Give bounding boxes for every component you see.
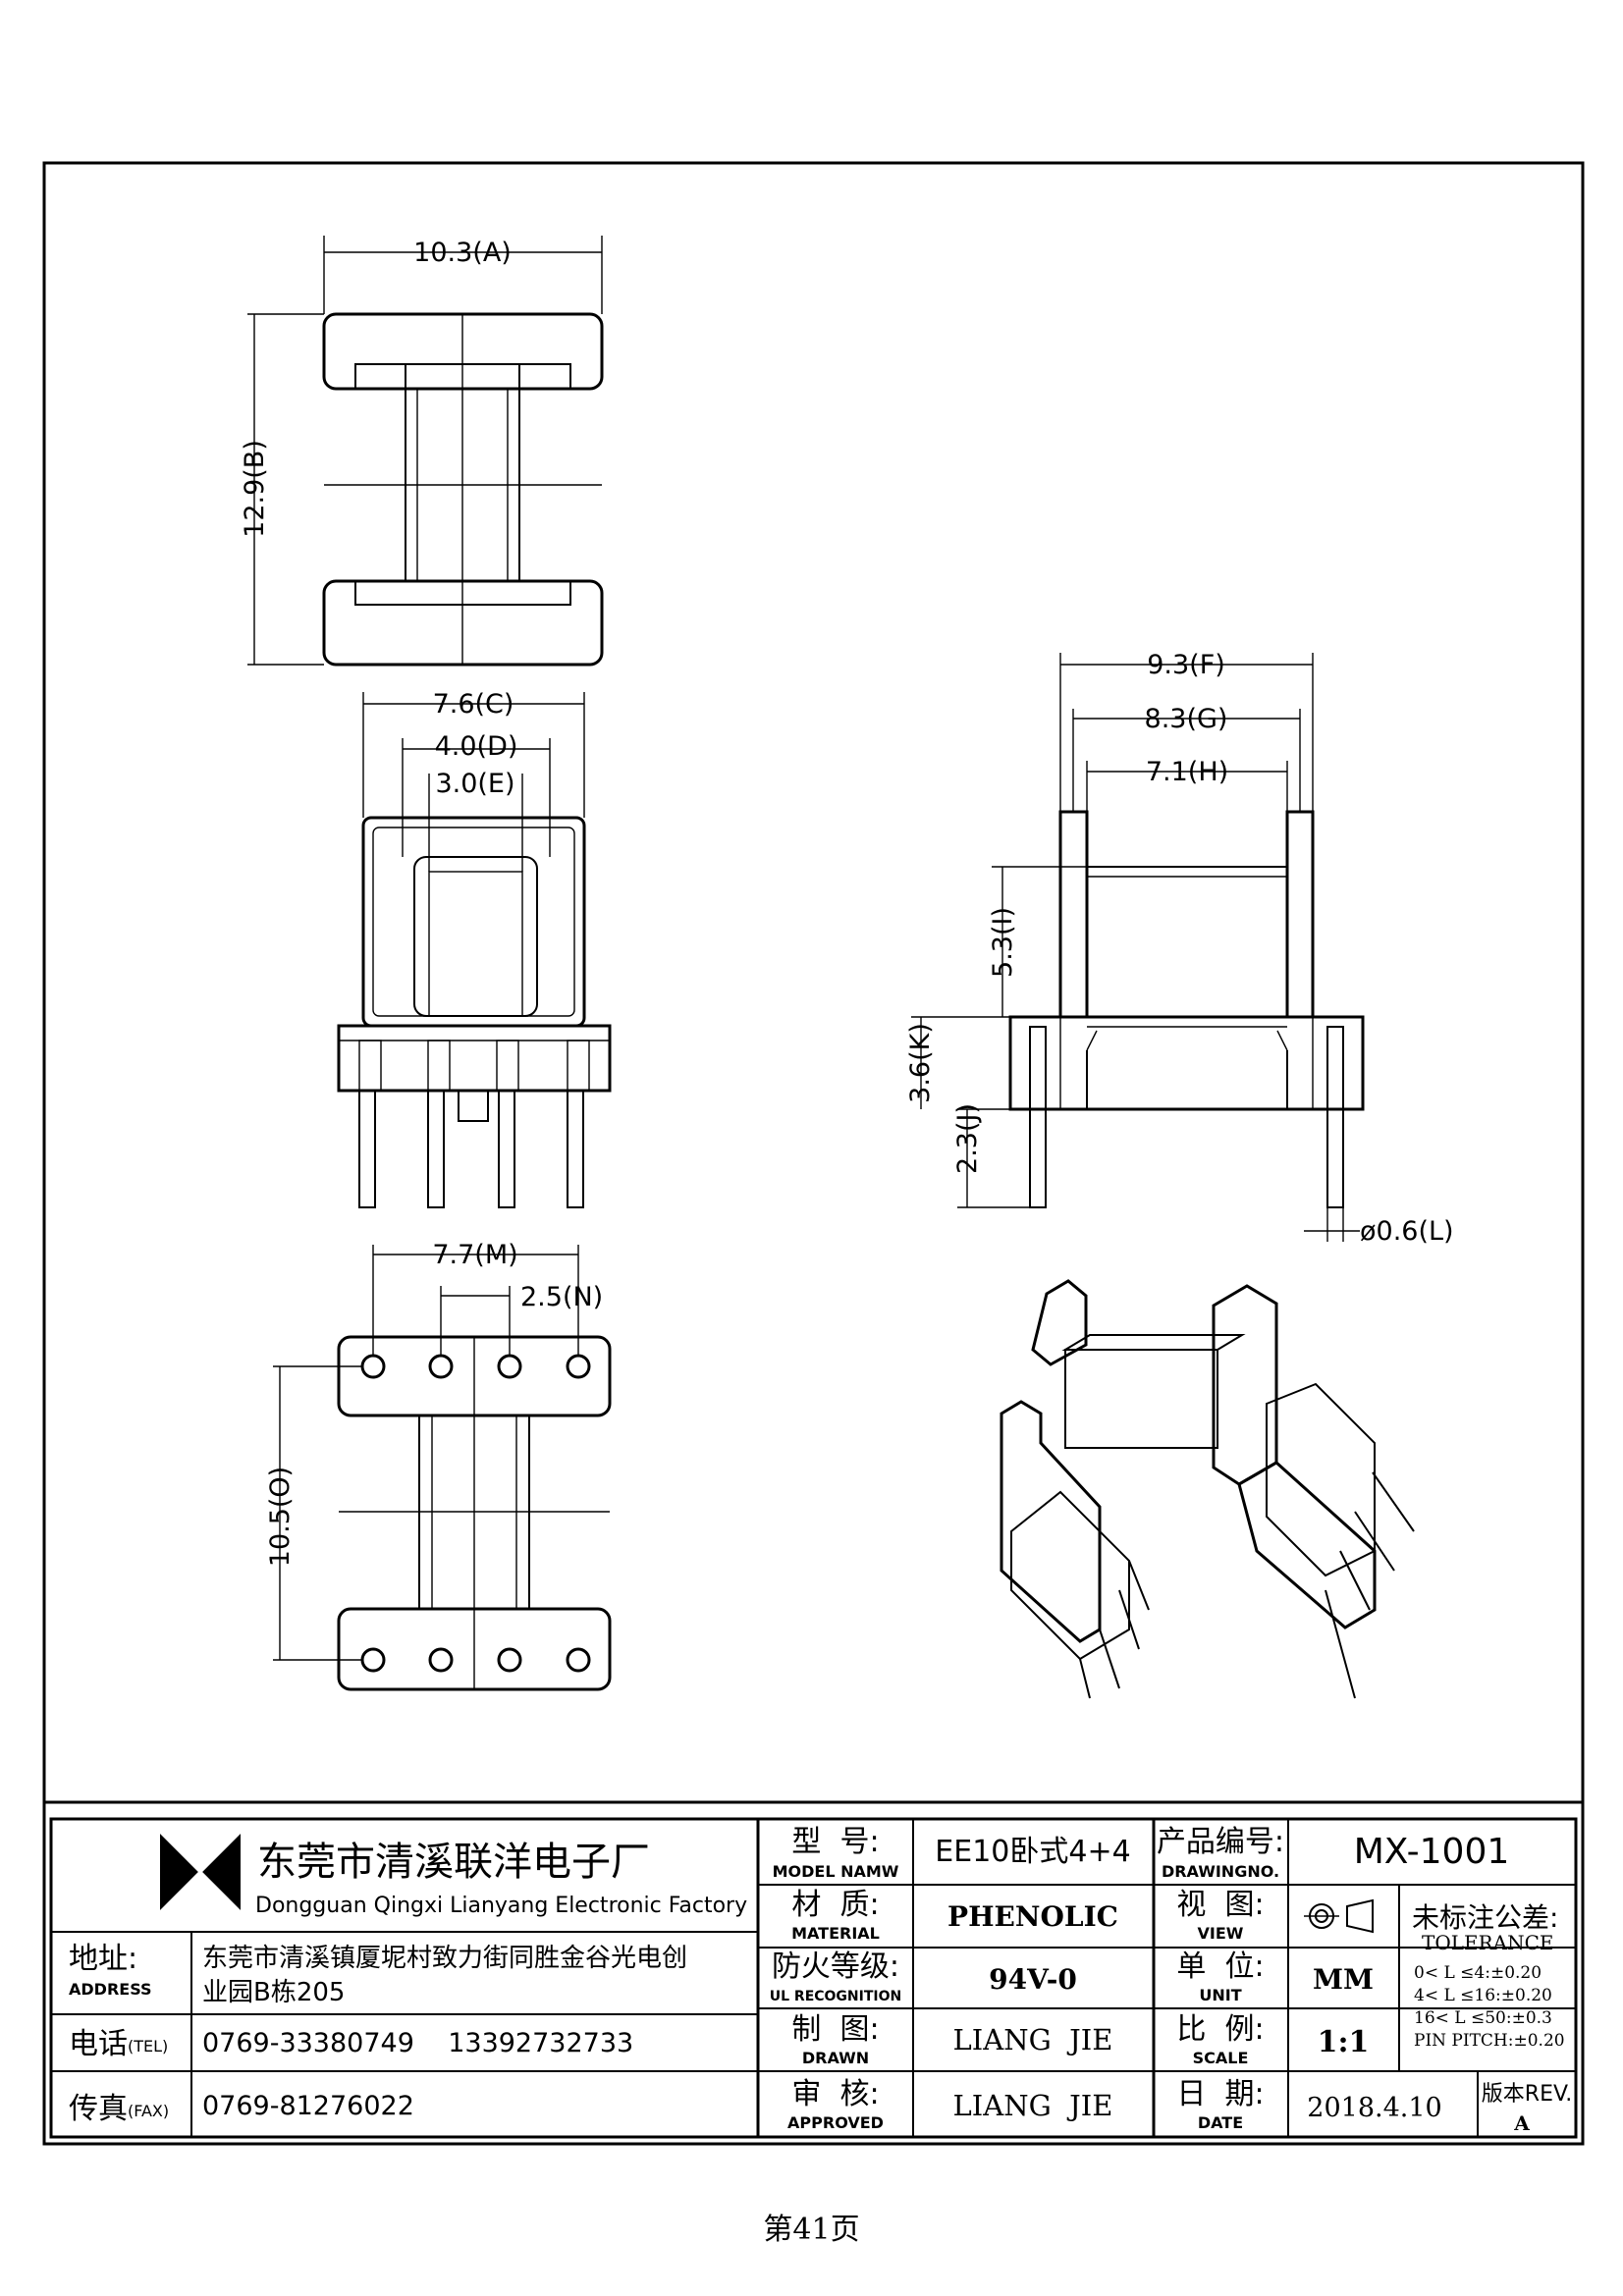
scale-label-en: SCALE	[1193, 2049, 1249, 2067]
dim-label-L: ø0.6(L)	[1360, 1216, 1454, 1247]
ul-label-cn: 防火等级:	[772, 1949, 899, 1984]
rev-value: A	[1513, 2111, 1530, 2135]
material-value: PHENOLIC	[947, 1900, 1118, 1933]
drawn-label-cn: 制 图:	[791, 2012, 879, 2047]
tel-label-en: (TEL)	[128, 2037, 168, 2056]
pin-hole	[497, 1647, 522, 1673]
dimension-C: 7.6(C)	[362, 689, 585, 818]
drawingno-value: MX-1001	[1354, 1832, 1510, 1872]
dim-label-E: 3.0(E)	[435, 769, 514, 799]
pin-hole	[428, 1354, 454, 1379]
dim-label-M: 7.7(M)	[432, 1240, 517, 1270]
tel-value: 0769-33380749 13392732733	[202, 2028, 633, 2058]
dim-label-A: 10.3(A)	[413, 238, 512, 268]
pin-hole	[428, 1647, 454, 1673]
tolerance-line: 4< L ≤16:±0.20	[1414, 1986, 1552, 2005]
isometric-view	[1000, 1279, 1415, 1699]
approved-label-en: APPROVED	[787, 2113, 884, 2132]
ul-value: 94V-0	[989, 1963, 1077, 1996]
page-number: 第41页	[763, 2213, 860, 2247]
scale-value: 1:1	[1318, 2025, 1370, 2059]
tolerance-line: PIN PITCH:±0.20	[1414, 2031, 1565, 2051]
dimension-D: 4.0(D)	[402, 731, 551, 857]
dimension-B: 12.9(B)	[240, 313, 324, 666]
model-label-en: MODEL NAMW	[773, 1862, 899, 1881]
dim-label-H: 7.1(H)	[1146, 757, 1228, 787]
top-view	[322, 312, 604, 667]
unit-value: MM	[1313, 1963, 1374, 1996]
drawn-value: LIANG JIE	[953, 2023, 1113, 2056]
pin-hole	[360, 1354, 386, 1379]
dimension-A: 10.3(A)	[323, 236, 603, 314]
scale-label-cn: 比 例:	[1176, 2012, 1264, 2047]
bottom-view	[337, 1335, 612, 1691]
dimension-F: 9.3(F)	[1059, 650, 1314, 812]
pin-hole	[566, 1354, 591, 1379]
rev-label: 版本REV.	[1482, 2082, 1572, 2107]
approved-label-cn: 审 核:	[791, 2077, 879, 2111]
address-label-en: ADDRESS	[69, 1980, 152, 1999]
dimension-K: 3.6(K)	[905, 1016, 1010, 1109]
address-line-2: 业园B栋205	[202, 1978, 345, 2007]
company-logo	[158, 1830, 243, 1914]
dim-label-I: 5.3(I)	[988, 907, 1018, 978]
pin-hole	[497, 1354, 522, 1379]
dim-label-J: 2.3(J)	[952, 1103, 983, 1174]
dim-label-O: 10.5(O)	[265, 1467, 296, 1567]
drawing-border	[42, 161, 1585, 2146]
address-line-1: 东莞市清溪镇厦坭村致力街同胜金谷光电创	[202, 1944, 687, 1973]
dim-label-F: 9.3(F)	[1147, 650, 1225, 680]
tolerance-line: 0< L ≤4:±0.20	[1414, 1963, 1542, 1983]
side-view	[1008, 810, 1365, 1208]
projection-symbol-icon	[1304, 1898, 1374, 1934]
tolerance-line: 16< L ≤50:±0.3	[1414, 2008, 1552, 2028]
dimension-J: 2.3(J)	[952, 1103, 1030, 1208]
view-label-cn: 视 图:	[1176, 1888, 1264, 1922]
date-value: 2018.4.10	[1307, 2093, 1441, 2123]
view-label-en: VIEW	[1198, 1924, 1244, 1943]
material-label-cn: 材 质:	[791, 1888, 879, 1922]
tel-label-cn: 电话	[69, 2027, 128, 2061]
drawingno-label-cn: 产品编号:	[1157, 1825, 1284, 1859]
fax-label-en: (FAX)	[128, 2102, 169, 2120]
tolerance-label-en: TOLERANCE	[1422, 1931, 1554, 1954]
dimension-M: 7.7(M)	[372, 1240, 579, 1356]
unit-label-cn: 单 位:	[1176, 1949, 1264, 1984]
material-label-en: MATERIAL	[791, 1924, 880, 1943]
dimension-I: 5.3(I)	[988, 866, 1087, 1017]
dim-label-N: 2.5(N)	[520, 1282, 603, 1312]
dimension-L: ø0.6(L)	[1304, 1207, 1454, 1247]
date-label-cn: 日 期:	[1176, 2077, 1264, 2111]
pin-hole	[360, 1647, 386, 1673]
dim-label-B: 12.9(B)	[240, 440, 270, 538]
dim-label-K: 3.6(K)	[905, 1023, 936, 1103]
address-label-cn: 地址:	[69, 1942, 137, 1976]
dim-label-G: 8.3(G)	[1145, 704, 1228, 734]
dim-label-C: 7.6(C)	[433, 689, 514, 720]
unit-label-en: UNIT	[1199, 1986, 1241, 2004]
dimension-H: 7.1(H)	[1086, 757, 1288, 867]
company-name-en: Dongguan Qingxi Lianyang Electronic Fact…	[255, 1894, 747, 1918]
fax-value: 0769-81276022	[202, 2091, 414, 2121]
title-block: 东莞市清溪联洋电子厂 Dongguan Qingxi Lianyang Elec…	[49, 1817, 1578, 2139]
front-view	[337, 816, 612, 1208]
date-label-en: DATE	[1198, 2113, 1243, 2132]
pin-hole	[566, 1647, 591, 1673]
dim-label-D: 4.0(D)	[435, 731, 518, 762]
dimension-G: 8.3(G)	[1072, 704, 1301, 812]
dimension-N: 2.5(N)	[440, 1282, 603, 1356]
model-value: EE10卧式4+4	[935, 1835, 1130, 1869]
tolerance-label-cn: 未标注公差:	[1412, 1901, 1558, 1934]
fax-label-cn: 传真	[69, 2092, 128, 2126]
company-name-cn: 东莞市清溪联洋电子厂	[257, 1840, 650, 1885]
dimension-E: 3.0(E)	[428, 769, 523, 872]
approved-value: LIANG JIE	[953, 2089, 1113, 2122]
model-label-cn: 型 号:	[791, 1825, 879, 1859]
dimension-O: 10.5(O)	[265, 1365, 363, 1661]
ul-label-en: UL RECOGNITION	[770, 1989, 901, 2004]
drawn-label-en: DRAWN	[802, 2049, 869, 2067]
drawingno-label-en: DRAWINGNO.	[1162, 1862, 1279, 1881]
